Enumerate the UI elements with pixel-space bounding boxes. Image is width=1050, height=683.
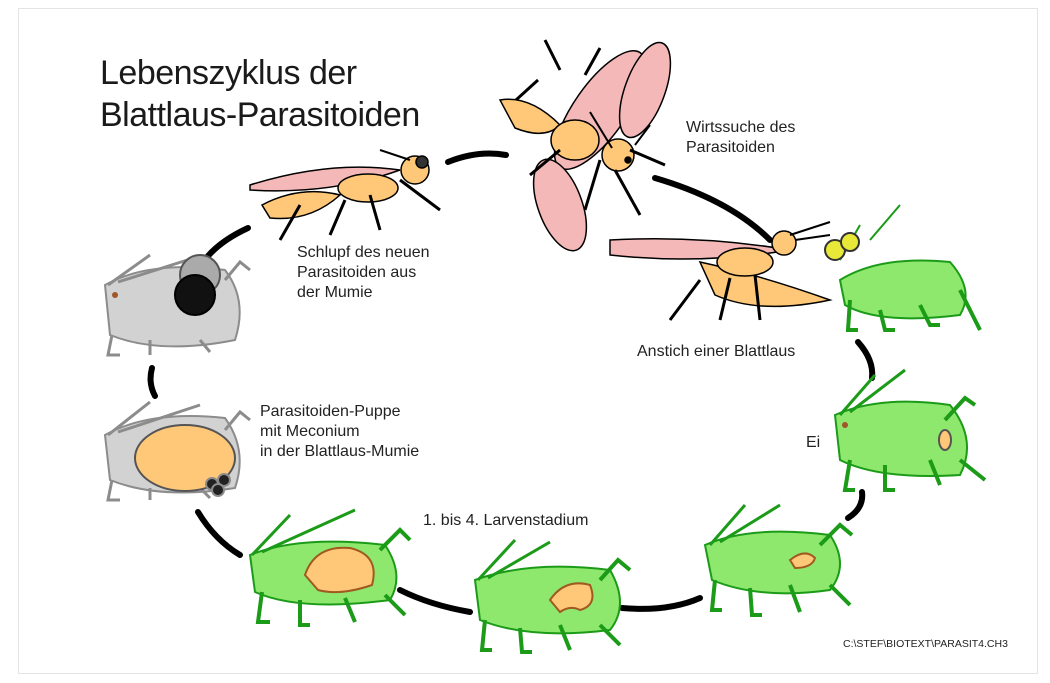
title-line-1: Lebenszyklus der	[100, 52, 420, 94]
cycle-arc-right	[858, 342, 872, 378]
cycle-arc-bottom-right	[622, 598, 700, 609]
cycle-arc-top	[448, 154, 506, 162]
label-emergence: Schlupf des neuen Parasitoiden aus der M…	[297, 243, 430, 303]
title-line-2: Blattlaus-Parasitoiden	[100, 94, 420, 136]
cycle-arc-left	[151, 368, 155, 396]
label-egg: Ei	[806, 433, 820, 453]
label-pupa: Parasitoiden-Puppe mit Meconium in der B…	[260, 402, 419, 462]
wasp-flying-illustration	[500, 36, 681, 257]
cycle-arc-lower-left	[198, 512, 240, 555]
page-title: Lebenszyklus der Blattlaus-Parasitoiden	[100, 52, 420, 136]
cycle-arc-bottom-left	[400, 590, 470, 612]
aphid-larva-stage3-illustration	[250, 510, 410, 625]
mummy-with-pupa-illustration	[105, 402, 250, 500]
cycle-arc-upper-right	[655, 178, 770, 240]
mummy-emergence-illustration	[105, 255, 250, 355]
aphid-larva-stage1-illustration	[705, 505, 852, 615]
file-path-label: C:\STEF\BIOTEXT\PARASIT4.CH3	[843, 638, 1008, 650]
cycle-arc-upper-left	[208, 228, 248, 256]
label-oviposition: Anstich einer Blattlaus	[637, 342, 795, 362]
aphid-larva-stage2-illustration	[475, 540, 630, 652]
label-host-search: Wirtssuche des Parasitoiden	[686, 118, 795, 158]
cycle-arc-right-lower	[848, 492, 862, 518]
label-larval-stages: 1. bis 4. Larvenstadium	[423, 511, 588, 531]
wasp-ovipositing-illustration	[610, 222, 830, 320]
aphid-being-stung-illustration	[825, 205, 980, 330]
aphid-with-egg-illustration	[835, 370, 985, 490]
wasp-emerging-illustration	[250, 150, 440, 240]
egg-shape	[939, 430, 951, 450]
